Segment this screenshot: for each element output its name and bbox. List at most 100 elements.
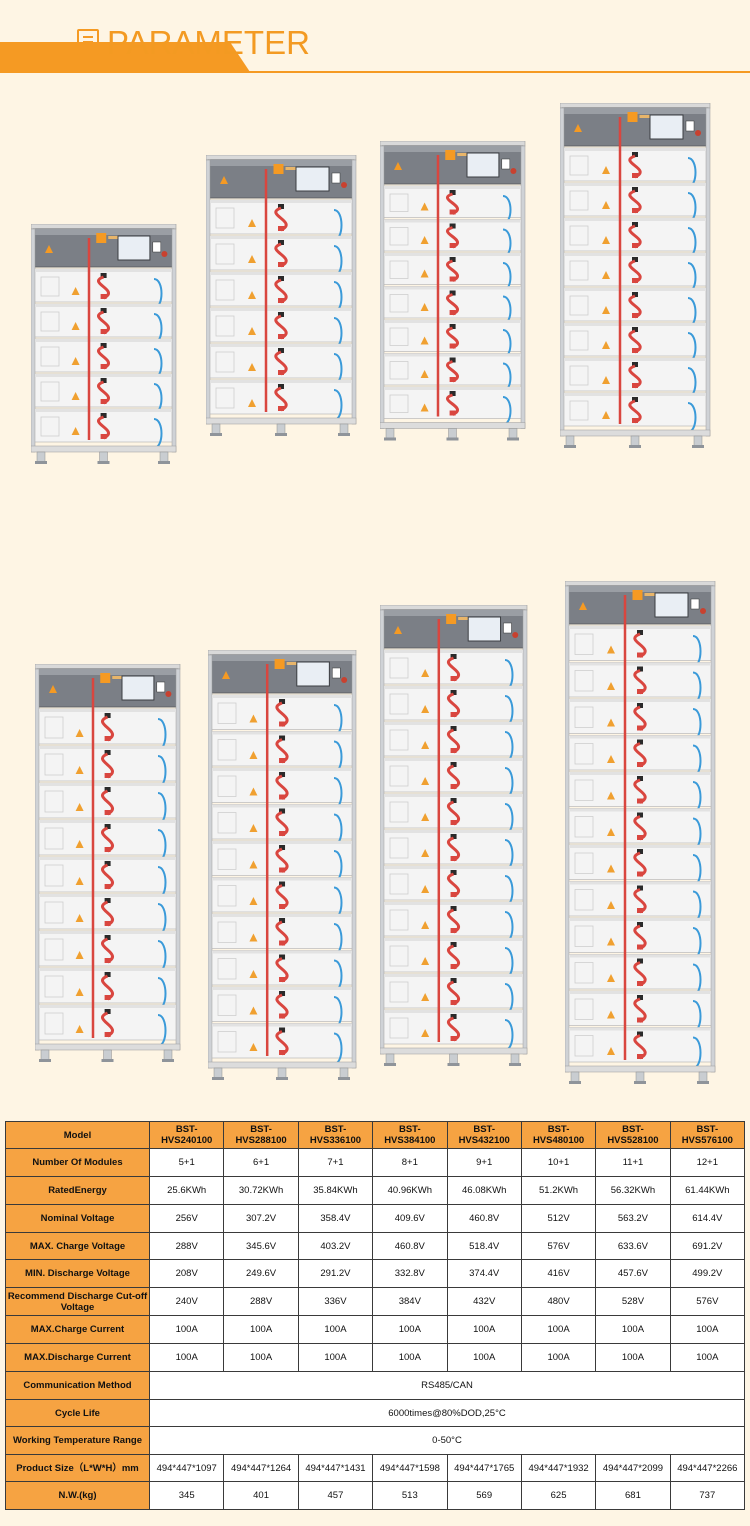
row-label: MAX.Discharge Current: [5, 1343, 150, 1372]
value-cell: 6+1: [223, 1148, 299, 1177]
value-cell: 56.32KWh: [595, 1176, 671, 1205]
value-cell: 345: [148, 1481, 225, 1510]
value-cell: 614.4V: [669, 1204, 746, 1233]
value-cell: 494*447*1097: [148, 1454, 225, 1482]
value-cell: 336V: [297, 1287, 374, 1316]
battery-rack-4: [560, 103, 711, 448]
battery-rack-1: [31, 224, 177, 464]
value-cell: 100A: [148, 1315, 225, 1344]
value-cell: 307.2V: [223, 1204, 299, 1233]
value-cell: 12+1: [669, 1148, 746, 1177]
battery-rack-5: [35, 664, 181, 1062]
value-cell: 384V: [372, 1287, 448, 1316]
battery-rack-gallery: [31, 103, 716, 1084]
value-cell: 403.2V: [297, 1232, 374, 1260]
value-cell: 100A: [669, 1343, 746, 1372]
model-name-cell: BST-HVS528100: [595, 1121, 671, 1149]
value-cell: 51.2KWh: [520, 1176, 597, 1205]
row-label: RatedEnergy: [5, 1176, 150, 1205]
model-name-cell: BST-HVS336100: [297, 1121, 374, 1149]
value-cell: 5+1: [148, 1148, 225, 1177]
value-cell: 494*447*1264: [223, 1454, 299, 1482]
value-cell: 494*447*1765: [446, 1454, 522, 1482]
battery-rack-6: [208, 650, 357, 1080]
battery-rack-7: [380, 605, 528, 1066]
value-cell: 460.8V: [446, 1204, 522, 1233]
value-cell: 494*447*2266: [669, 1454, 746, 1482]
value-cell: 691.2V: [669, 1232, 746, 1260]
value-cell: 8+1: [372, 1148, 448, 1177]
row-label: Product Size（L*W*H）mm: [5, 1454, 150, 1482]
value-cell: 100A: [372, 1315, 448, 1344]
value-cell: 10+1: [520, 1148, 597, 1177]
value-cell: 100A: [520, 1315, 597, 1344]
table-header-label: Model: [5, 1121, 150, 1149]
value-cell: 11+1: [595, 1148, 671, 1177]
value-cell: 374.4V: [446, 1259, 522, 1288]
model-name-cell: BST-HVS384100: [372, 1121, 448, 1149]
value-cell: 457.6V: [595, 1259, 671, 1288]
row-label: MAX.Charge Current: [5, 1315, 150, 1344]
merged-value-cell: RS485/CAN: [149, 1371, 745, 1400]
value-cell: 100A: [223, 1315, 299, 1344]
row-label: Communication Method: [5, 1371, 150, 1400]
value-cell: 100A: [372, 1343, 448, 1372]
value-cell: 401: [223, 1481, 299, 1510]
document-list-icon: [77, 29, 99, 55]
value-cell: 409.6V: [372, 1204, 448, 1233]
value-cell: 30.72KWh: [223, 1176, 299, 1205]
value-cell: 432V: [446, 1287, 522, 1316]
value-cell: 494*447*2099: [595, 1454, 671, 1482]
row-label: Working Temperature Range: [5, 1426, 150, 1455]
row-label: N.W.(kg): [5, 1481, 150, 1510]
value-cell: 46.08KWh: [446, 1176, 522, 1205]
header-rule: [0, 71, 750, 73]
value-cell: 332.8V: [372, 1259, 448, 1288]
row-label: MIN. Discharge Voltage: [5, 1259, 150, 1288]
value-cell: 512V: [520, 1204, 597, 1233]
value-cell: 35.84KWh: [297, 1176, 374, 1205]
header-orange-band: [0, 42, 250, 72]
value-cell: 61.44KWh: [669, 1176, 746, 1205]
merged-value-cell: 0-50°C: [149, 1426, 745, 1455]
value-cell: 40.96KWh: [372, 1176, 448, 1205]
value-cell: 291.2V: [297, 1259, 374, 1288]
value-cell: 100A: [669, 1315, 746, 1344]
value-cell: 494*447*1598: [372, 1454, 448, 1482]
value-cell: 100A: [446, 1343, 522, 1372]
model-name-cell: BST-HVS480100: [520, 1121, 597, 1149]
value-cell: 100A: [148, 1343, 225, 1372]
value-cell: 494*447*1431: [297, 1454, 374, 1482]
value-cell: 457: [297, 1481, 374, 1510]
value-cell: 494*447*1932: [520, 1454, 597, 1482]
model-name-cell: BST-HVS240100: [148, 1121, 225, 1149]
value-cell: 499.2V: [669, 1259, 746, 1288]
page-title: PARAMETER: [107, 24, 310, 61]
row-label: Number Of Modules: [5, 1148, 150, 1177]
battery-rack-3: [380, 140, 526, 440]
value-cell: 100A: [223, 1343, 299, 1372]
value-cell: 518.4V: [446, 1232, 522, 1260]
value-cell: 100A: [595, 1315, 671, 1344]
model-name-cell: BST-HVS432100: [446, 1121, 522, 1149]
value-cell: 100A: [595, 1343, 671, 1372]
value-cell: 256V: [148, 1204, 225, 1233]
model-name-cell: BST-HVS288100: [223, 1121, 299, 1149]
row-label: MAX. Charge Voltage: [5, 1232, 150, 1260]
value-cell: 681: [595, 1481, 671, 1510]
value-cell: 633.6V: [595, 1232, 671, 1260]
value-cell: 100A: [446, 1315, 522, 1344]
value-cell: 737: [669, 1481, 746, 1510]
value-cell: 25.6KWh: [148, 1176, 225, 1205]
value-cell: 528V: [595, 1287, 671, 1316]
